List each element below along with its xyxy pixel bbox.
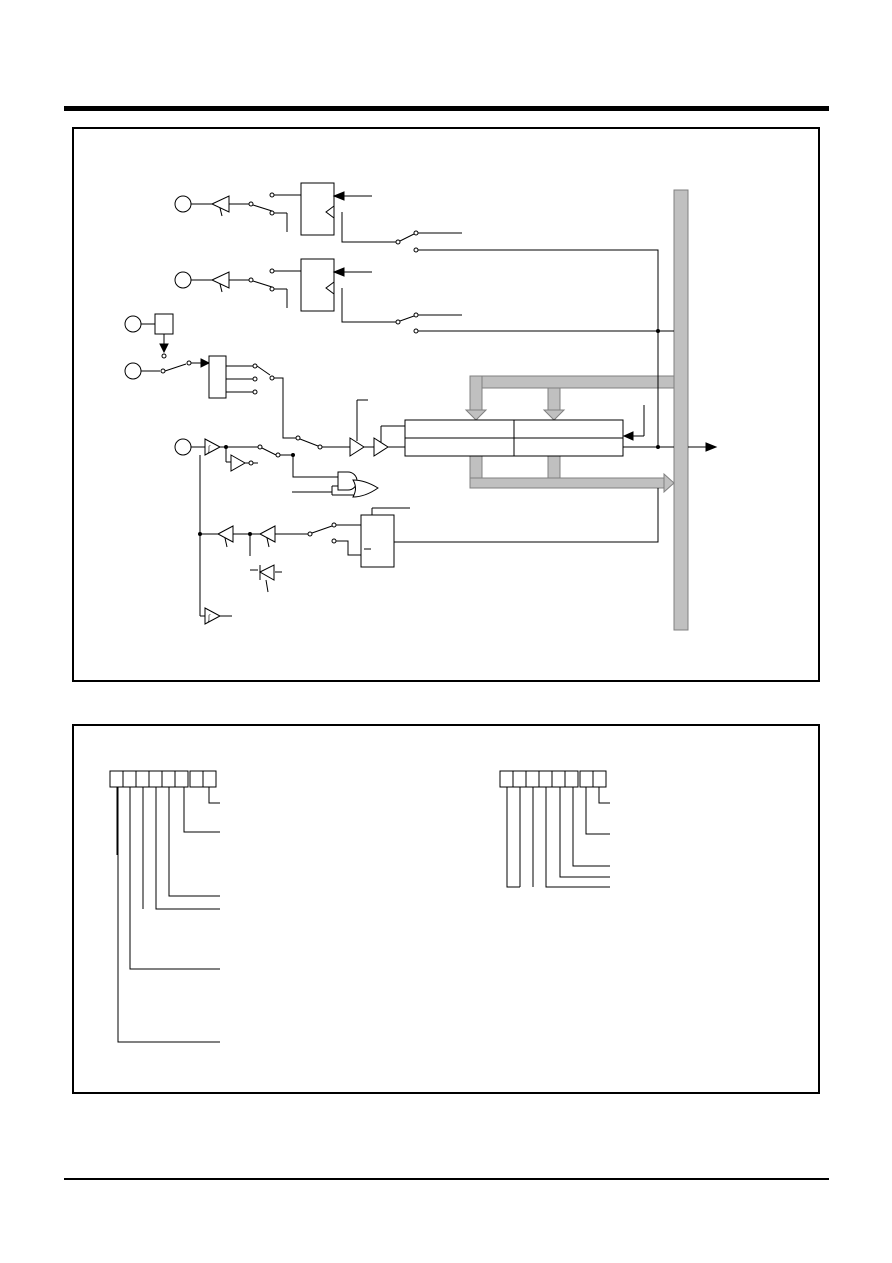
pin-5-output-chain: ʃ <box>198 455 659 625</box>
svg-text:ʃ: ʃ <box>207 614 211 622</box>
header-rule <box>64 106 829 111</box>
pin-1-channel <box>174 182 659 447</box>
internal-data-bus <box>464 189 689 631</box>
register-diagram-frame <box>72 724 820 1094</box>
register-right-leaders <box>506 787 610 888</box>
port-register <box>404 405 674 457</box>
svg-text:ʃ: ʃ <box>207 445 211 453</box>
pin-5-channel: ʃ <box>174 399 405 498</box>
block-diagram-frame <box>72 127 820 682</box>
pin-2-channel <box>174 258 674 334</box>
footer-rule <box>64 1178 829 1180</box>
register-left-leaders <box>116 787 220 1043</box>
pin-3-4-mux <box>124 313 298 439</box>
bus-output-arrow <box>688 442 718 452</box>
register-left-bits <box>109 770 217 788</box>
register-right-bits <box>499 770 607 788</box>
